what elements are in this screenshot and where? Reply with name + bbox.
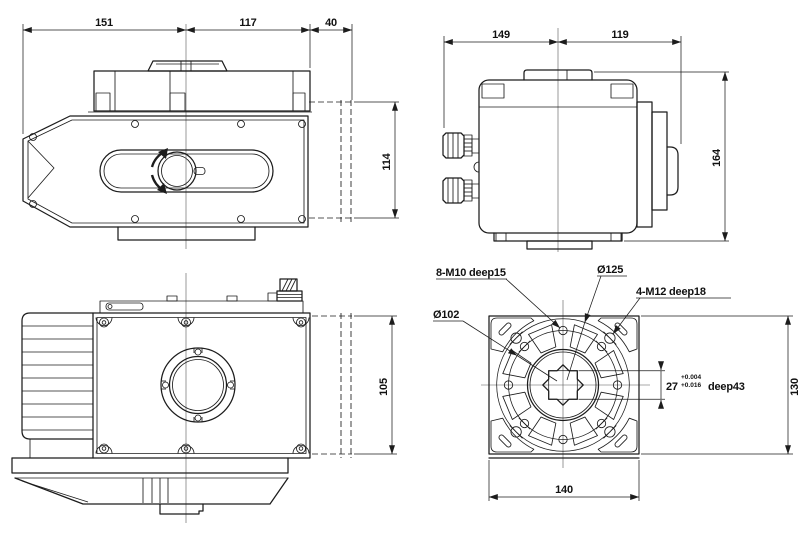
rear-view: 105 bbox=[11, 273, 397, 523]
rotation-arrows-icon bbox=[150, 148, 168, 194]
heatsink-fins bbox=[21, 312, 94, 458]
label-d125: Ø125 bbox=[597, 264, 623, 276]
dim-149: 149 bbox=[492, 29, 510, 41]
dim-130: 130 bbox=[789, 378, 801, 396]
motor-housing bbox=[636, 101, 679, 228]
flange-square bbox=[488, 315, 640, 455]
tolerance-lower: +0.016 bbox=[681, 382, 701, 389]
dim-119: 119 bbox=[611, 29, 628, 41]
drive-square bbox=[548, 370, 578, 400]
cover-screws bbox=[29, 120, 306, 223]
cable-gland-top bbox=[442, 132, 480, 159]
side-view: 149 119 bbox=[442, 28, 729, 252]
indicator-window bbox=[99, 149, 274, 193]
depth-note: deep43 bbox=[708, 381, 745, 393]
top-cap bbox=[147, 60, 228, 72]
label-4-m12: 4-M12 deep18 bbox=[636, 286, 706, 298]
cover-screws bbox=[95, 317, 310, 454]
front-view: 151 117 40 bbox=[22, 17, 399, 249]
top-strip bbox=[99, 300, 304, 313]
m12-holes bbox=[509, 331, 617, 439]
position-pointer bbox=[193, 167, 206, 175]
cable-gland-bottom bbox=[442, 177, 480, 204]
bottom-flange bbox=[117, 226, 256, 241]
label-8-m10: 8-M10 deep15 bbox=[436, 267, 506, 279]
flange-view: 27 +0.004 +0.016 deep43 8-M10 deep15 Ø12… bbox=[433, 264, 801, 501]
terminal-box bbox=[93, 70, 311, 112]
dim-27: 27 bbox=[666, 381, 678, 393]
top-cap bbox=[523, 69, 593, 81]
bolt-circle-125 bbox=[496, 318, 630, 452]
cable-gland-rear bbox=[267, 278, 303, 302]
base-housing bbox=[11, 457, 289, 515]
dim-40: 40 bbox=[325, 17, 337, 29]
dim-151: 151 bbox=[95, 17, 113, 29]
dim-140: 140 bbox=[555, 484, 573, 496]
dim-117: 117 bbox=[239, 17, 256, 29]
bolt-circle-102 bbox=[508, 330, 618, 440]
label-d102: Ø102 bbox=[433, 309, 459, 321]
manual-lever bbox=[105, 302, 144, 311]
dim-105: 105 bbox=[378, 378, 390, 396]
center-boss bbox=[526, 348, 600, 422]
handwheel-shaft bbox=[157, 151, 197, 191]
side-boss bbox=[473, 161, 480, 173]
tolerance-upper: +0.004 bbox=[681, 374, 701, 381]
housing-outline bbox=[22, 115, 309, 228]
base bbox=[493, 232, 623, 250]
rear-cover bbox=[92, 312, 311, 459]
dim-114: 114 bbox=[381, 152, 393, 170]
dim-164: 164 bbox=[711, 148, 723, 167]
output-boss bbox=[160, 347, 236, 423]
m10-holes bbox=[503, 325, 623, 445]
